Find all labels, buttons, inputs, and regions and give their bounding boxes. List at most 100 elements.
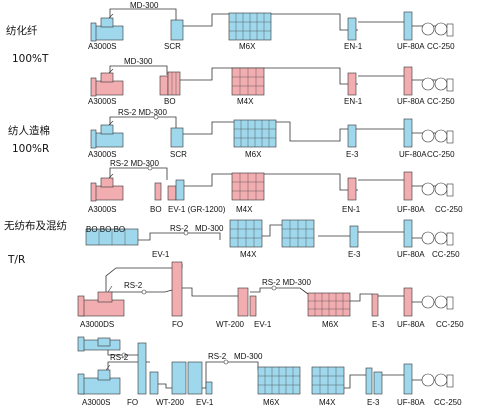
label: RS-2 xyxy=(110,353,129,362)
fo-small xyxy=(149,371,159,395)
label: M6X xyxy=(322,320,339,329)
label: SCR xyxy=(164,42,181,51)
line-1: MD-300 A3000S SCR M6X EN-1 UF-80A CC-250 xyxy=(88,1,455,51)
fine-opener xyxy=(403,363,413,395)
line-7: RS-2 RS-2 MD-300 A3000S FO WT-200 EV-1 M… xyxy=(77,336,462,407)
scr-unit xyxy=(170,127,184,148)
label: M4X xyxy=(236,205,253,214)
m4x-mixer-right xyxy=(281,219,315,248)
label: M6X xyxy=(239,42,256,51)
ev-1 xyxy=(249,295,257,317)
rs2-separator xyxy=(271,285,277,291)
bo-feeders xyxy=(85,228,139,246)
label: A3000S xyxy=(82,398,110,407)
label: A3000S xyxy=(88,205,116,214)
label: WT-200 xyxy=(216,320,245,329)
line-6: RS-2 RS-2 MD-300 A3000DS FO WT-200 EV-1 … xyxy=(77,261,464,329)
label: CC-250 xyxy=(436,320,464,329)
carding-machine xyxy=(421,373,454,388)
label: UF-80A xyxy=(399,150,427,159)
fine-opener xyxy=(403,66,413,96)
label: EV-1 xyxy=(254,320,272,329)
carding-machine xyxy=(421,129,454,144)
label: M4X xyxy=(240,250,257,259)
label: RS-2 xyxy=(170,224,189,233)
carding-machine xyxy=(421,231,454,246)
bale-opener-bottom xyxy=(77,364,121,395)
label: SCR xyxy=(170,150,187,159)
m6x-mixer xyxy=(233,119,277,148)
label: A3000S xyxy=(88,97,116,106)
bale-opener xyxy=(90,120,124,149)
label: BO xyxy=(150,205,162,214)
carding-machine xyxy=(421,182,454,197)
cleaner-unit xyxy=(347,124,357,148)
line-2: MD-300 A3000S BO M4X EN-1 UF-80A CC-250 xyxy=(88,57,455,106)
label: MD-300 xyxy=(124,57,153,66)
cleaner-unit xyxy=(365,367,373,395)
label: UF-80A xyxy=(397,250,425,259)
line-4: RS-2 MD-300 A3000S BO EV-1 (GR-1200) M4X… xyxy=(88,159,463,214)
fine-opener xyxy=(403,287,413,317)
label: CC-250 xyxy=(427,150,455,159)
line-5: BO BO BO RS-2 MD-300 EV-1 M4X E-3 UF-80A… xyxy=(85,219,460,259)
label: UF-80A xyxy=(397,320,425,329)
rs2-separator xyxy=(223,359,229,365)
wt-200 xyxy=(171,361,203,395)
label: CC-250 xyxy=(434,398,462,407)
m6x-mixer xyxy=(307,292,351,317)
m6x-mixer xyxy=(257,366,301,395)
fine-opener xyxy=(403,118,413,148)
rs2-separator xyxy=(147,165,153,171)
label: CC-250 xyxy=(432,250,460,259)
label: E-3 xyxy=(367,398,380,407)
label: A3000DS xyxy=(80,320,114,329)
category-label: 100%T xyxy=(12,53,49,65)
fine-opener xyxy=(403,11,413,41)
cleaner-unit xyxy=(349,225,359,248)
label: WT-200 xyxy=(156,398,185,407)
label: MD-300 xyxy=(234,352,263,361)
label: CC-250 xyxy=(427,42,455,51)
label: CC-250 xyxy=(435,205,463,214)
scr-unit xyxy=(170,19,184,41)
m6x-mixer xyxy=(228,12,272,41)
label: RS-2 MD-300 xyxy=(262,278,311,287)
category-label: 无纺布及混纺 xyxy=(4,219,67,232)
m4x-mixer xyxy=(231,67,265,96)
label: MD-300 xyxy=(130,1,159,10)
label: RS-2 MD-300 xyxy=(118,108,167,117)
label: BO xyxy=(164,97,176,106)
cleaner-unit xyxy=(371,293,379,317)
label: E-3 xyxy=(348,250,361,259)
label: BO BO BO xyxy=(86,225,125,234)
label: RS-2 xyxy=(208,352,227,361)
ev-1 xyxy=(205,381,213,395)
fine-opener xyxy=(403,219,413,248)
category-label: 100%R xyxy=(12,143,49,155)
carding-machine xyxy=(421,77,454,92)
label: FO xyxy=(172,320,183,329)
label: M6X xyxy=(245,150,262,159)
label: UF-80A xyxy=(397,97,425,106)
bale-opener xyxy=(90,13,124,42)
label: CC-250 xyxy=(427,97,455,106)
label: E-3 xyxy=(372,320,385,329)
label: MD-300 xyxy=(195,224,224,233)
label: EN-1 xyxy=(344,42,363,51)
rs2-separator xyxy=(141,289,147,295)
bo-unit xyxy=(154,179,185,201)
label: EN-1 xyxy=(342,205,361,214)
label: UF-80A xyxy=(397,42,425,51)
category-label: T/R xyxy=(7,254,25,266)
m4x-mixer-left xyxy=(229,219,263,248)
m4x-mixer xyxy=(231,172,265,201)
label: RS-2 MD-300 xyxy=(110,159,159,168)
category-label: 纺人造棉 xyxy=(8,124,50,137)
label: M6X xyxy=(263,398,280,407)
label: EV-1 (GR-1200) xyxy=(168,205,226,214)
bo-unit xyxy=(159,71,181,96)
cleaner-unit xyxy=(347,17,357,41)
label: UF-80A xyxy=(397,205,425,214)
